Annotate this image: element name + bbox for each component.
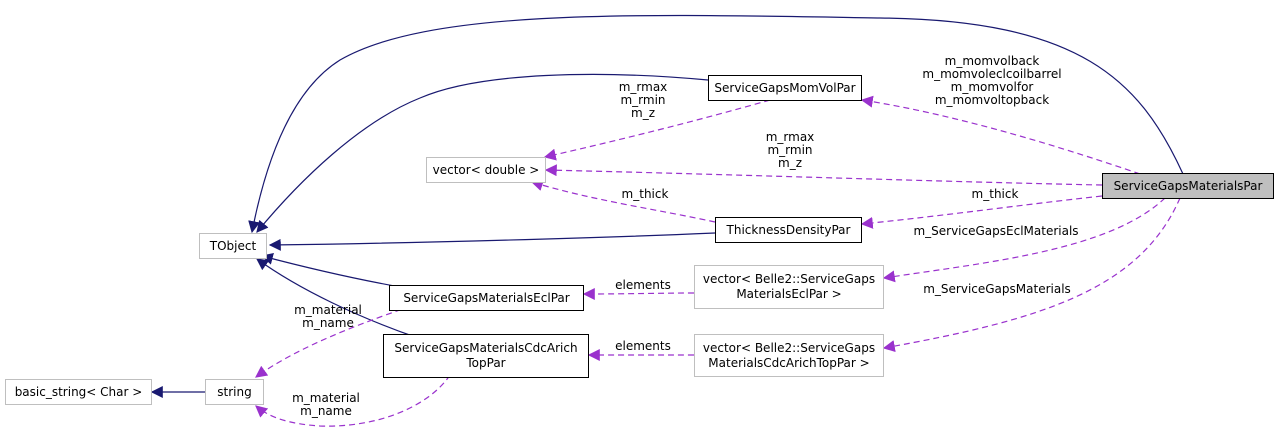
node-vector-double-label: vector< double >	[432, 162, 540, 177]
node-vector-ecl-line1: vector< Belle2::ServiceGaps	[702, 272, 876, 286]
edge-materials-par-to-thickness	[860, 195, 1103, 229]
edge-cdc-to-tobject	[256, 258, 419, 339]
edge-thickness-to-tobject	[268, 232, 716, 251]
node-materials-ecl-par-label: ServiceGapsMaterialsEclPar	[403, 290, 570, 305]
edge-momvol-to-tobject	[256, 73, 709, 233]
node-string-label: string	[217, 384, 252, 399]
edge-materials-par-to-tobject	[248, 14, 1184, 234]
node-materials-cdc-line2: TopPar	[466, 356, 506, 370]
node-materials-par-label: ServiceGapsMaterialsPar	[1113, 178, 1263, 193]
edge-label-line: m_material	[294, 303, 362, 317]
edge-materials-par-to-momvol	[860, 95, 1141, 175]
edge-thickness-to-vector-double	[530, 179, 716, 223]
edge-materials-par-to-vector-double	[544, 164, 1103, 186]
edge-label-materials-thickness: m_thick	[960, 188, 1030, 201]
node-string[interactable]: string	[205, 379, 264, 405]
edge-label-line: m_momvoltopback	[934, 93, 1050, 107]
edge-label-line: m_material	[292, 391, 360, 405]
edge-label-gaps-materials: m_ServiceGapsMaterials	[914, 283, 1080, 296]
edge-label-line: m_momvolfor	[950, 80, 1034, 94]
edge-label-ecl-materials: m_ServiceGapsEclMaterials	[906, 225, 1086, 238]
edge-materials-par-to-vector-cdc	[882, 197, 1181, 352]
edge-label-line: elements	[615, 278, 671, 292]
edge-momvol-to-vector-double	[543, 99, 771, 161]
node-thickness-density-par[interactable]: ThicknessDensityPar	[715, 217, 862, 243]
edge-label-line: m_rmin	[767, 143, 813, 157]
edge-ecl-par-to-string	[255, 302, 421, 378]
node-vector-cdc-line2: MaterialsCdcArichTopPar >	[708, 355, 870, 370]
edge-label-line: m_z	[631, 106, 655, 120]
node-vector-ecl-line2: MaterialsEclPar >	[736, 287, 842, 301]
node-service-gaps-materials-par[interactable]: ServiceGapsMaterialsPar	[1102, 173, 1274, 199]
edge-label-momvol-vector: m_rmax m_rmin m_z	[608, 81, 678, 120]
edge-label-ecl-elements: elements	[610, 279, 676, 292]
edge-label-materials-vector: m_rmax m_rmin m_z	[755, 131, 825, 170]
edge-label-thickness-vector: m_thick	[610, 188, 680, 201]
edge-label-line: m_rmax	[765, 130, 815, 144]
edge-label-line: m_rmax	[618, 80, 668, 94]
edge-label-cdc-elements: elements	[610, 340, 676, 353]
node-service-gaps-materials-ecl-par[interactable]: ServiceGapsMaterialsEclPar	[389, 285, 584, 311]
edge-label-line: m_momvolback	[944, 54, 1040, 68]
edge-label-line: m_z	[778, 156, 802, 170]
edge-label-line: m_ServiceGapsEclMaterials	[913, 224, 1079, 238]
edge-label-line: m_ServiceGapsMaterials	[923, 282, 1071, 296]
node-service-gaps-mom-vol-par[interactable]: ServiceGapsMomVolPar	[708, 75, 862, 101]
node-basic-string-label: basic_string< Char >	[14, 384, 143, 399]
node-basic-string[interactable]: basic_string< Char >	[5, 379, 152, 405]
edge-label-line: elements	[615, 339, 671, 353]
edge-label-ecl-string: m_material m_name	[290, 304, 366, 330]
node-vector-double[interactable]: vector< double >	[426, 157, 546, 183]
node-vector-ecl[interactable]: vector< Belle2::ServiceGaps MaterialsEcl…	[694, 265, 884, 309]
edge-ecl-to-tobject	[260, 252, 401, 288]
edge-label-line: m_name	[302, 316, 354, 330]
node-thickness-density-par-label: ThicknessDensityPar	[726, 222, 851, 237]
edge-vector-ecl-to-ecl-par	[582, 287, 695, 300]
edge-label-line: m_momvoleclcoilbarrel	[922, 67, 1062, 81]
edge-label-line: m_name	[300, 404, 352, 418]
node-tobject-label: TObject	[209, 238, 257, 253]
node-materials-cdc-line1: ServiceGapsMaterialsCdcArich	[394, 341, 578, 355]
edge-label-line: m_thick	[621, 187, 669, 201]
edge-label-line: m_rmin	[620, 93, 666, 107]
edge-label-momvol-members: m_momvolback m_momvoleclcoilbarrel m_mom…	[912, 55, 1072, 107]
edge-label-line: m_thick	[971, 187, 1019, 201]
node-vector-cdc[interactable]: vector< Belle2::ServiceGaps MaterialsCdc…	[694, 334, 884, 377]
edge-label-cdc-string: m_material m_name	[288, 392, 364, 418]
node-mom-vol-par-label: ServiceGapsMomVolPar	[714, 80, 856, 95]
node-service-gaps-materials-cdc-arich-top-par[interactable]: ServiceGapsMaterialsCdcArich TopPar	[383, 334, 589, 378]
node-tobject[interactable]: TObject	[199, 233, 267, 259]
node-vector-cdc-line1: vector< Belle2::ServiceGaps	[702, 340, 876, 355]
edge-materials-par-to-vector-ecl	[882, 197, 1166, 283]
edge-cdc-to-string	[255, 374, 451, 427]
